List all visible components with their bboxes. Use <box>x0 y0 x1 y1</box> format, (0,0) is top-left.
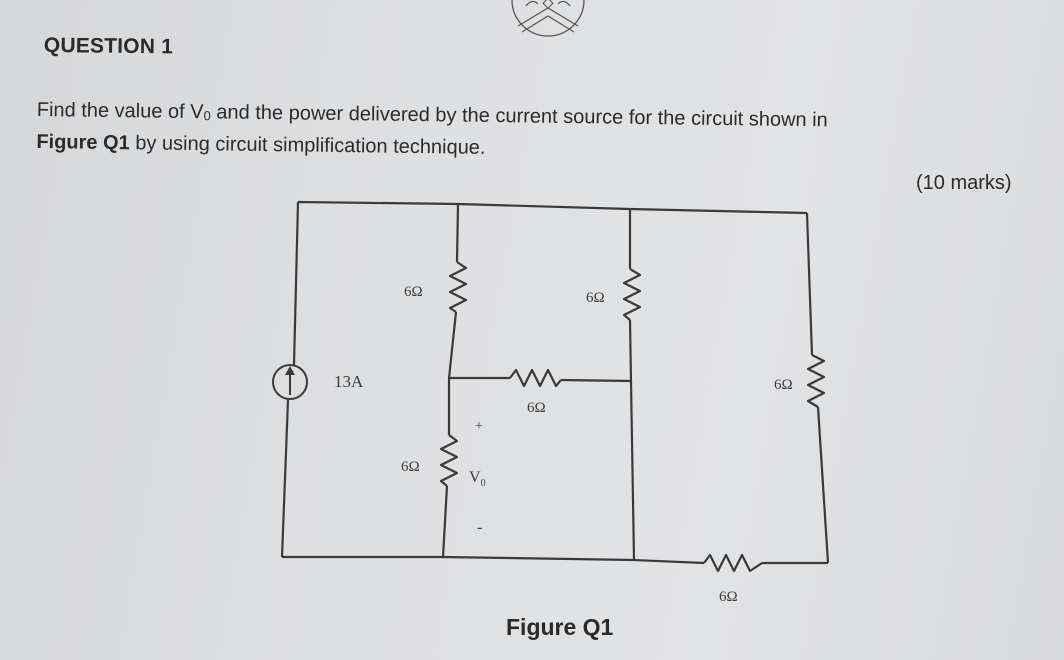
vo-label: V0 <box>469 469 486 489</box>
wire-mid-left-3 <box>441 485 449 558</box>
resistor-zigzag <box>509 368 562 388</box>
resistor-label: 6Ω <box>401 459 420 475</box>
wire-bottom <box>282 555 705 565</box>
vo-minus-sign: - <box>477 519 482 536</box>
resistor-label: 6Ω <box>404 284 423 300</box>
arrow-up-icon <box>285 366 295 395</box>
vo-plus-sign: + <box>475 419 483 434</box>
resistor-label: 6Ω <box>774 377 793 393</box>
resistor-zigzag <box>703 553 763 573</box>
wire-top <box>297 200 808 215</box>
resistor-label: 6Ω <box>719 589 738 605</box>
wire-mid-left-1 <box>455 203 460 263</box>
resistor-zigzag <box>806 354 826 408</box>
wire-right-2 <box>816 406 830 564</box>
resistor-zigzag <box>439 434 459 487</box>
resistor-zigzag <box>448 261 468 313</box>
wire-mid-right-2 <box>628 319 636 561</box>
resistor-zigzag <box>622 268 642 321</box>
wire-left-bottom <box>280 399 290 558</box>
wire-right-1 <box>805 212 814 356</box>
marks-label: (10 marks) <box>916 172 1012 194</box>
resistor-label: 6Ω <box>586 290 605 306</box>
wire-mid-left-2 <box>447 311 458 435</box>
university-crest-icon <box>511 0 585 37</box>
resistor-label: 6Ω <box>527 400 546 416</box>
wire-left-top <box>292 201 300 366</box>
current-source <box>272 364 308 400</box>
wire-mid-horizontal-right <box>560 378 632 383</box>
figure-caption: Figure Q1 <box>506 614 614 640</box>
source-label: 13A <box>334 372 364 391</box>
